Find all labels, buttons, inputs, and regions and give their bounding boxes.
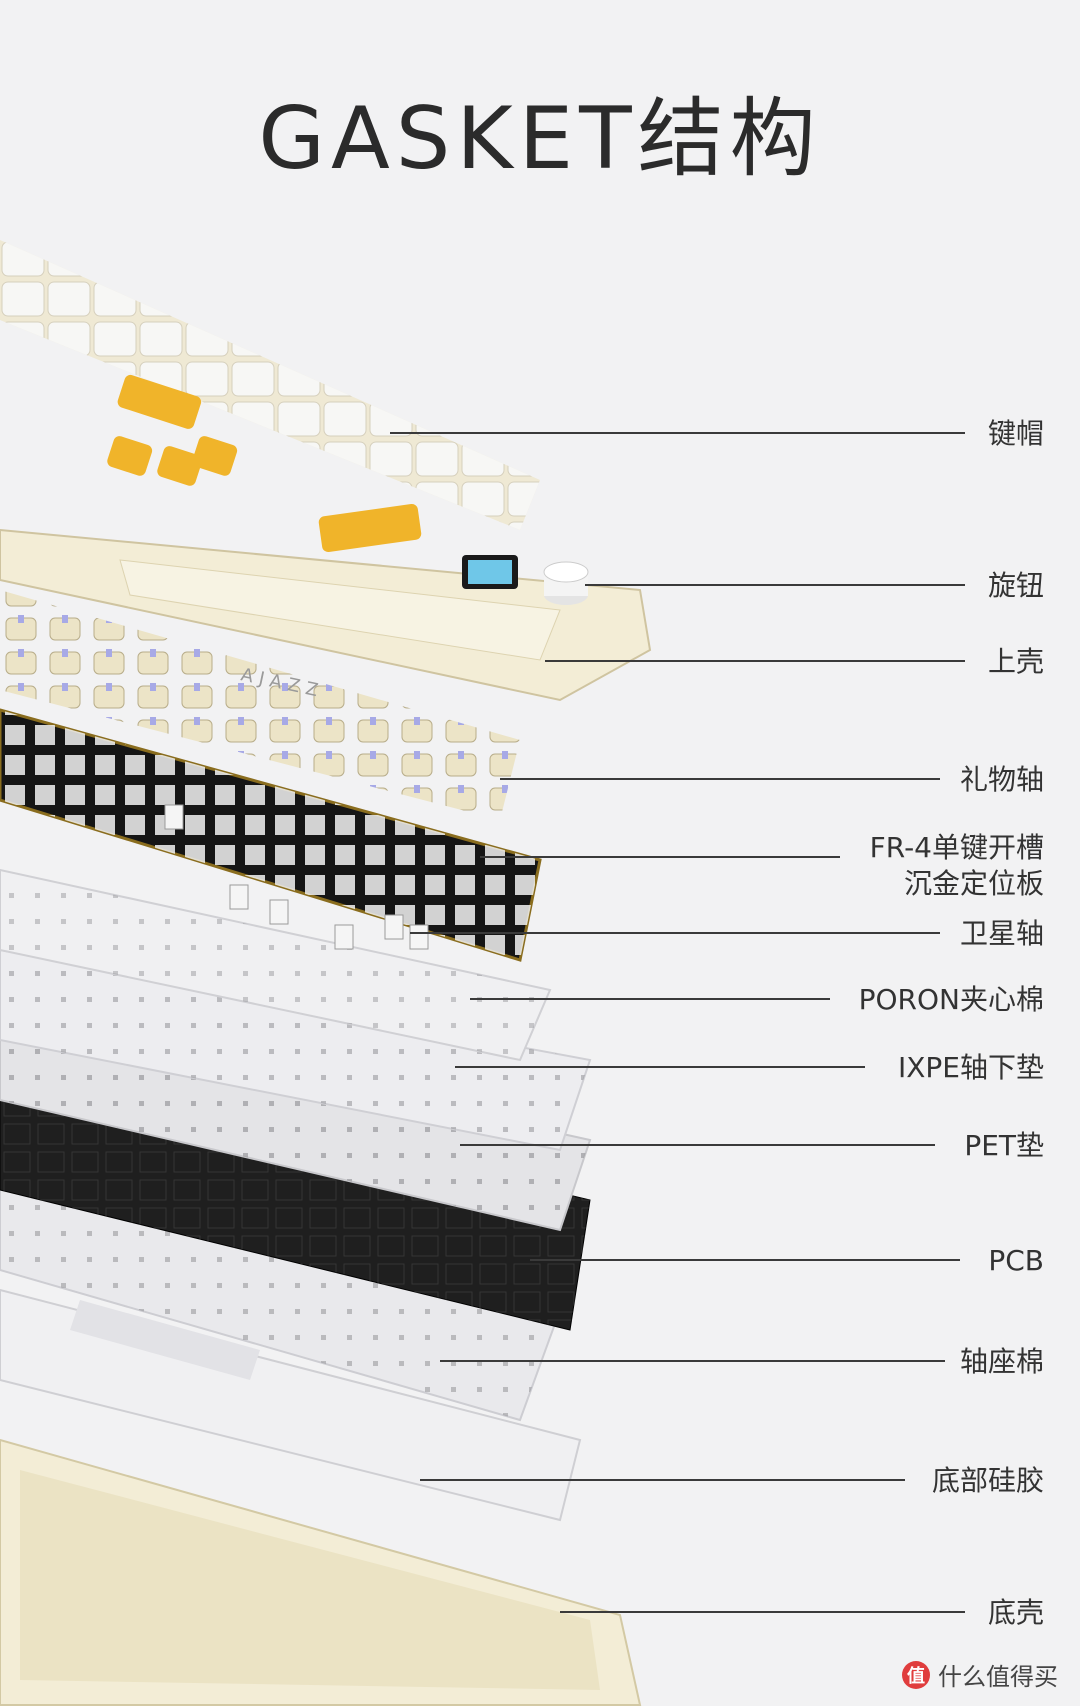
label-stabilizers: 卫星轴 (959, 917, 1044, 950)
label-knob: 旋钮 (987, 569, 1044, 602)
leader-ixpe-pad (455, 1066, 865, 1068)
leader-keycaps (390, 432, 965, 434)
watermark-logo-icon: 值 (902, 1660, 930, 1689)
label-plate-line1: FR-4单键开槽 (869, 831, 1044, 864)
leader-pcb (530, 1259, 960, 1261)
leader-socket-foam (440, 1360, 945, 1362)
leader-plate (480, 856, 840, 858)
label-top-case: 上壳 (987, 645, 1044, 678)
leader-bottom-silicone (420, 1479, 905, 1481)
label-pet-pad: PET垫 (964, 1129, 1044, 1162)
leader-poron-foam (470, 998, 830, 1000)
label-pcb: PCB (988, 1244, 1044, 1277)
leader-knob (585, 584, 965, 586)
watermark-text: 什么值得买 (938, 1663, 1058, 1691)
label-socket-foam: 轴座棉 (959, 1345, 1044, 1378)
leader-pet-pad (460, 1144, 935, 1146)
top-case-layer: AJAZZ (0, 528, 652, 702)
leader-stabilizers (410, 932, 940, 934)
leader-bottom-case (560, 1611, 965, 1613)
label-plate-line2: 沉金定位板 (903, 867, 1044, 900)
label-switches: 礼物轴 (959, 763, 1044, 796)
keycaps-layer (0, 240, 540, 553)
label-bottom-silicone: 底部硅胶 (931, 1464, 1044, 1497)
page-title: GASKET结构 (258, 89, 822, 189)
bottom-silicone-layer (0, 1288, 582, 1522)
watermark: 值 什么值得买 (902, 1657, 1058, 1692)
fr4-plate-layer (0, 708, 542, 962)
leader-top-case (545, 660, 965, 662)
label-poron-foam: PORON夹心棉 (858, 983, 1044, 1016)
label-ixpe-pad: IXPE轴下垫 (897, 1051, 1044, 1084)
poron-foam-layer (0, 868, 552, 1062)
stabilizer-group (164, 804, 429, 950)
bottom-case-layer (0, 1438, 642, 1706)
label-bottom-case: 底壳 (987, 1596, 1044, 1629)
label-keycaps: 键帽 (987, 417, 1044, 450)
knob-and-screen (462, 555, 589, 605)
leader-switches (500, 778, 940, 780)
switches-layer (0, 590, 520, 820)
